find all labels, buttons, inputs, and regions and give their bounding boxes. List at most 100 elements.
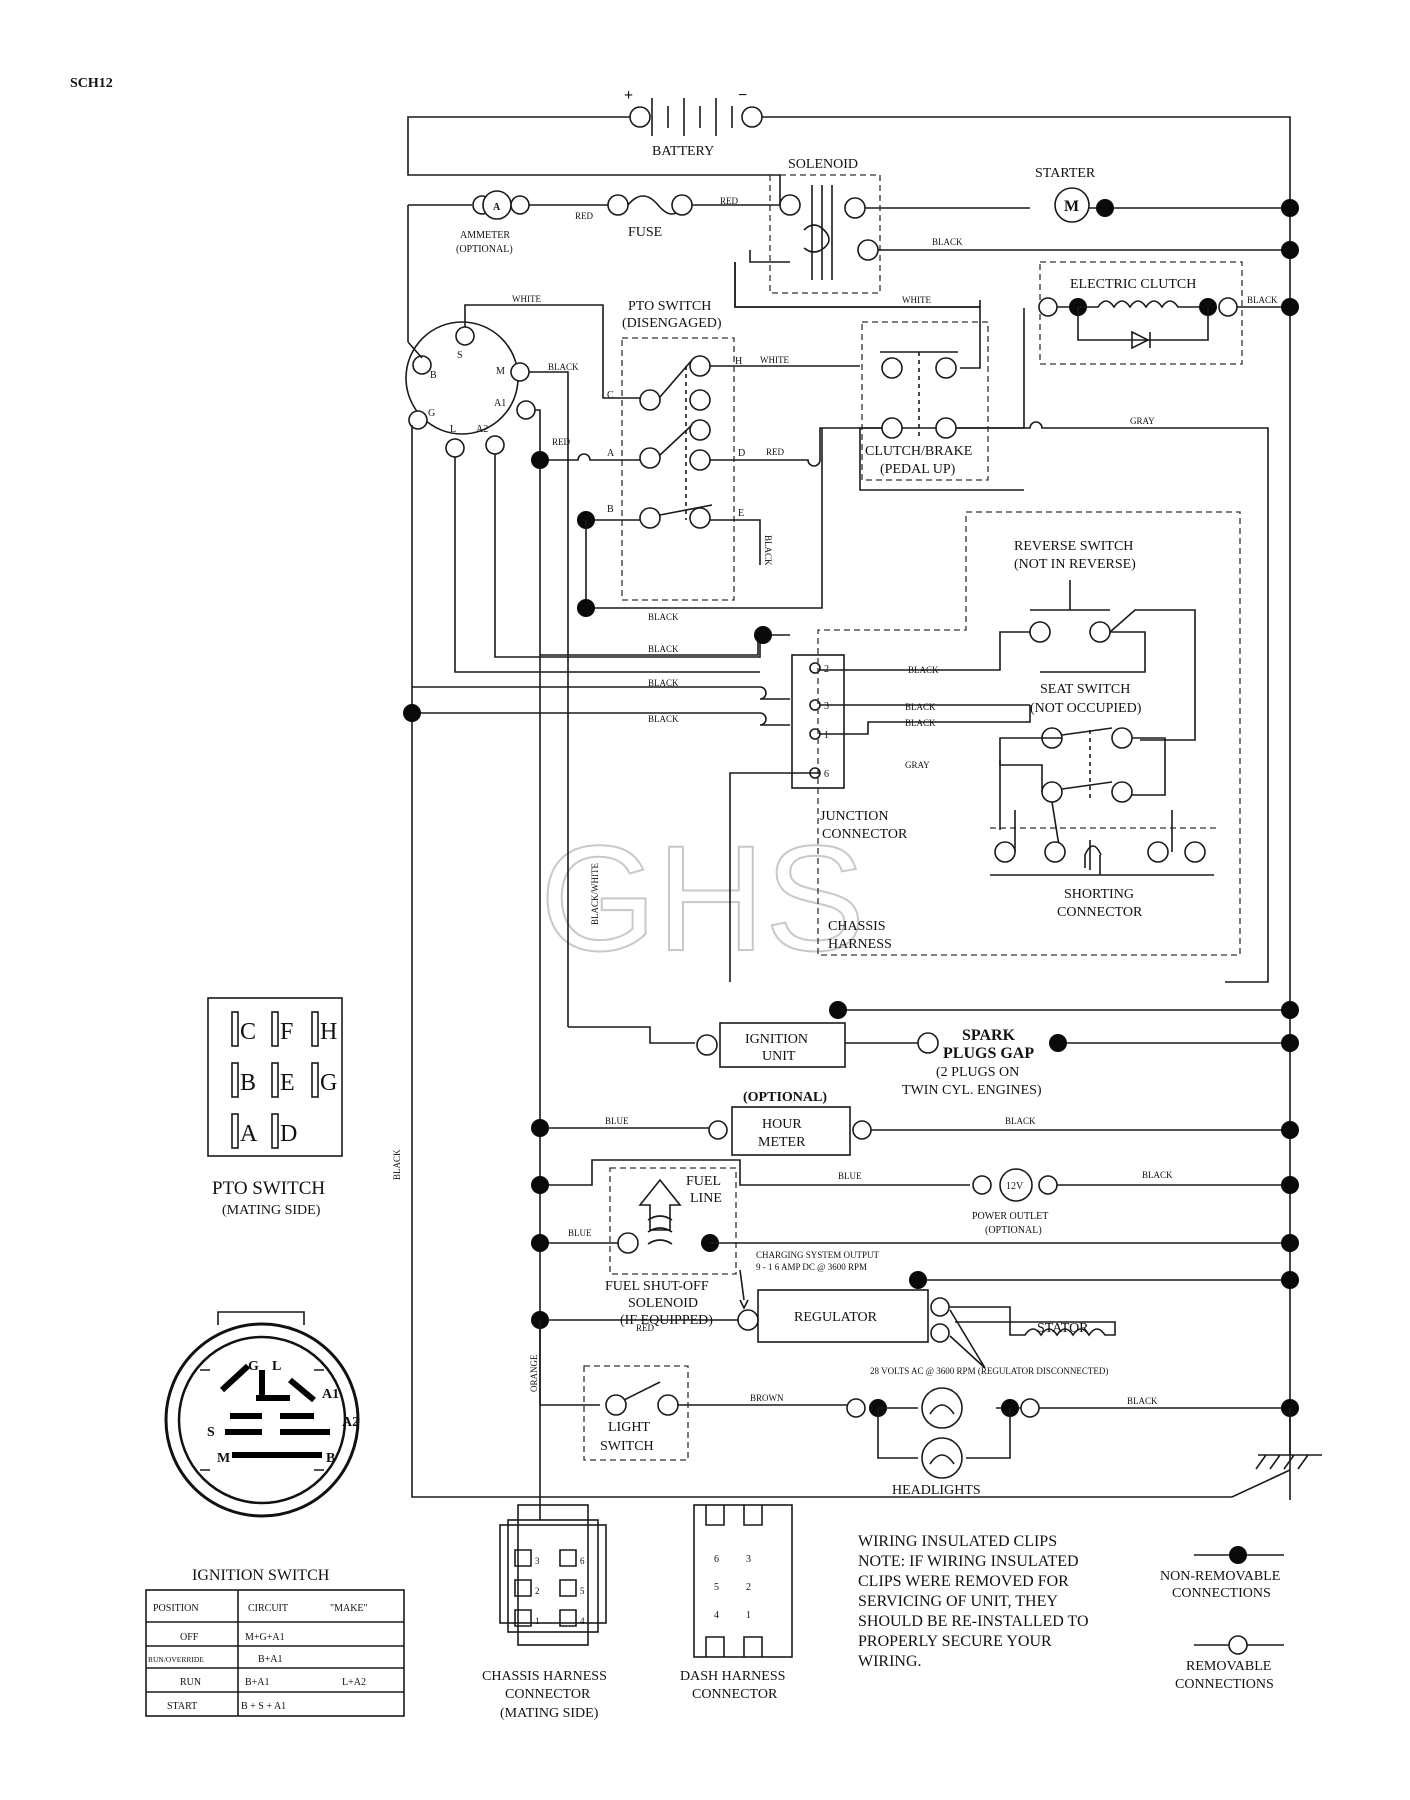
reverse-switch: REVERSE SWITCH (NOT IN REVERSE) — [1014, 539, 1136, 643]
svg-text:HEADLIGHTS: HEADLIGHTS — [892, 1483, 981, 1498]
svg-text:BLACK: BLACK — [905, 702, 936, 712]
doc-code: SCH12 — [70, 76, 113, 91]
ignition-unit — [719, 1022, 846, 1068]
svg-text:3: 3 — [535, 1556, 540, 1566]
svg-text:PTO SWITCH: PTO SWITCH — [212, 1178, 325, 1199]
svg-text:TWIN CYL. ENGINES): TWIN CYL. ENGINES) — [902, 1083, 1042, 1098]
svg-text:2: 2 — [535, 1586, 540, 1596]
svg-text:NOTE: IF WIRING INSULATED: NOTE: IF WIRING INSULATED — [858, 1553, 1079, 1570]
svg-text:(MATING SIDE): (MATING SIDE) — [500, 1706, 599, 1721]
battery-label: BATTERY — [652, 144, 714, 159]
svg-text:CIRCUIT: CIRCUIT — [248, 1603, 288, 1614]
svg-text:REMOVABLE: REMOVABLE — [1186, 1659, 1271, 1674]
svg-text:BLUE: BLUE — [838, 1171, 862, 1181]
pto-switch-mating: C F H B E G A D PTO SWITCH (MATING SIDE) — [207, 997, 343, 1218]
svg-text:(PEDAL UP): (PEDAL UP) — [880, 462, 956, 477]
svg-text:6: 6 — [580, 1556, 585, 1566]
svg-text:(MATING SIDE): (MATING SIDE) — [222, 1203, 321, 1218]
svg-text:LIGHT: LIGHT — [608, 1420, 650, 1435]
svg-text:BLACK: BLACK — [932, 237, 963, 247]
battery-minus: − — [738, 87, 747, 104]
svg-text:IGNITION SWITCH: IGNITION SWITCH — [192, 1567, 330, 1584]
svg-text:SWITCH: SWITCH — [600, 1439, 654, 1454]
svg-text:B + S + A1: B + S + A1 — [241, 1701, 286, 1712]
svg-text:S: S — [207, 1425, 215, 1440]
svg-text:G: G — [428, 408, 435, 419]
svg-text:6: 6 — [714, 1554, 719, 1565]
svg-text:A: A — [607, 448, 615, 459]
starter-label: STARTER — [1035, 166, 1096, 181]
svg-text:SEAT SWITCH: SEAT SWITCH — [1040, 682, 1130, 697]
seat-switch: SEAT SWITCH (NOT OCCUPIED) — [990, 682, 1220, 830]
svg-text:A2: A2 — [342, 1415, 359, 1430]
svg-text:GRAY: GRAY — [1130, 416, 1155, 426]
wiring-note: WIRING INSULATED CLIPS NOTE: IF WIRING I… — [858, 1533, 1089, 1670]
svg-text:AMMETER: AMMETER — [460, 230, 510, 241]
battery-plus: + — [624, 87, 633, 104]
power-outlet — [999, 1168, 1033, 1202]
svg-text:OFF: OFF — [180, 1632, 199, 1643]
svg-text:CHASSIS HARNESS: CHASSIS HARNESS — [482, 1669, 607, 1684]
svg-text:SOLENOID: SOLENOID — [628, 1296, 698, 1311]
dash-harness-connector: 6 3 5 2 4 1 DASH HARNESS CONNECTOR — [680, 1504, 793, 1702]
svg-text:BLACK: BLACK — [908, 665, 939, 675]
solenoid: SOLENOID — [734, 157, 981, 308]
svg-text:B: B — [326, 1451, 335, 1466]
ignition-switch-schematic: B S M A1 G L A2 — [405, 321, 536, 458]
svg-text:BLACK: BLACK — [548, 362, 579, 372]
svg-text:BLACK: BLACK — [905, 718, 936, 728]
svg-text:(NOT OCCUPIED): (NOT OCCUPIED) — [1030, 701, 1142, 716]
svg-text:STATOR: STATOR — [1037, 1321, 1089, 1336]
svg-text:B: B — [240, 1070, 256, 1096]
svg-text:JUNCTION: JUNCTION — [820, 809, 888, 824]
svg-text:RED: RED — [636, 1323, 655, 1333]
svg-text:BLACK: BLACK — [763, 535, 773, 566]
light-switch: LIGHT SWITCH — [583, 1365, 689, 1461]
svg-text:M+G+A1: M+G+A1 — [245, 1632, 285, 1643]
svg-text:POWER OUTLET: POWER OUTLET — [972, 1211, 1048, 1222]
svg-text:RED: RED — [720, 196, 739, 206]
svg-text:BLACK: BLACK — [392, 1149, 402, 1180]
regulator — [757, 1289, 929, 1343]
svg-text:BLACK: BLACK — [648, 714, 679, 724]
svg-text:1: 1 — [824, 730, 829, 741]
starter-motor — [1054, 187, 1090, 223]
legend-removable-dot — [1228, 1635, 1248, 1655]
svg-text:BLACK: BLACK — [648, 612, 679, 622]
svg-text:BLACK: BLACK — [648, 644, 679, 654]
svg-text:6: 6 — [824, 769, 829, 780]
chassis-harness-connector: 3 6 2 5 1 4 CHASSIS HARNESS CONNECTOR (M… — [482, 1504, 607, 1721]
svg-text:4: 4 — [580, 1616, 585, 1626]
svg-text:E: E — [738, 508, 744, 519]
svg-text:CHARGING SYSTEM OUTPUT: CHARGING SYSTEM OUTPUT — [756, 1250, 880, 1260]
svg-text:B+A1: B+A1 — [258, 1654, 283, 1665]
svg-text:IGNITION: IGNITION — [745, 1032, 808, 1047]
svg-text:L: L — [450, 424, 456, 435]
svg-text:FUEL: FUEL — [686, 1174, 721, 1189]
svg-text:DASH HARNESS: DASH HARNESS — [680, 1669, 785, 1684]
svg-text:CONNECTOR: CONNECTOR — [505, 1687, 591, 1702]
svg-text:BLACK: BLACK — [1142, 1170, 1173, 1180]
svg-text:WHITE: WHITE — [902, 295, 931, 305]
svg-text:A1: A1 — [494, 398, 506, 409]
svg-text:B: B — [607, 504, 614, 515]
svg-text:1: 1 — [746, 1610, 751, 1621]
svg-text:SERVICING OF UNIT, THEY: SERVICING OF UNIT, THEY — [858, 1593, 1058, 1610]
svg-text:HARNESS: HARNESS — [828, 937, 892, 952]
svg-text:D: D — [280, 1121, 297, 1147]
svg-text:HOUR: HOUR — [762, 1117, 802, 1132]
svg-text:WIRING.: WIRING. — [858, 1653, 922, 1670]
svg-text:NON-REMOVABLE: NON-REMOVABLE — [1160, 1569, 1280, 1584]
starter-motor-symbol: M — [1064, 198, 1079, 215]
svg-text:A2: A2 — [476, 424, 488, 435]
svg-text:3: 3 — [824, 701, 829, 712]
svg-text:CONNECTIONS: CONNECTIONS — [1172, 1586, 1271, 1601]
pto-switch-schematic: PTO SWITCH (DISENGAGED) C H A D B E — [607, 299, 745, 601]
svg-text:5: 5 — [580, 1586, 585, 1596]
svg-text:CONNECTIONS: CONNECTIONS — [1175, 1677, 1274, 1692]
svg-text:M: M — [217, 1451, 230, 1466]
svg-text:POSITION: POSITION — [153, 1603, 199, 1614]
svg-text:CONNECTOR: CONNECTOR — [1057, 905, 1143, 920]
svg-text:SPARK: SPARK — [962, 1027, 1016, 1044]
